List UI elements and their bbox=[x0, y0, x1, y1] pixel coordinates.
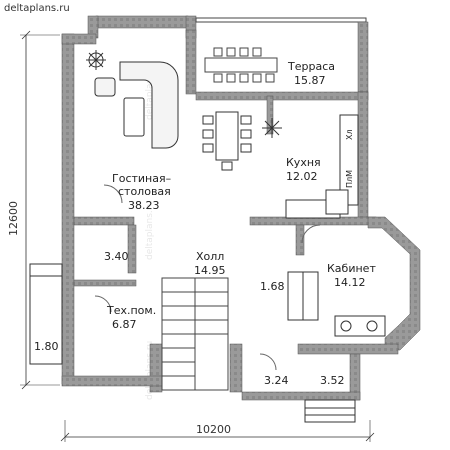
terrace-area: 15.87 bbox=[294, 74, 326, 87]
vestibule-right-area: 3.52 bbox=[320, 374, 345, 387]
wc-area: 3.40 bbox=[104, 250, 129, 263]
dining-table bbox=[202, 111, 252, 171]
svg-text:deltaplans.ru: deltaplans.ru bbox=[145, 61, 155, 120]
office-desk bbox=[334, 315, 386, 337]
kitchen-name: Кухня bbox=[286, 156, 321, 169]
living-name-line1: Гостиная– bbox=[112, 172, 171, 185]
kitchen-counters bbox=[285, 114, 359, 219]
terrace-dining-set bbox=[204, 47, 278, 83]
height-dimension-label: 12600 bbox=[7, 201, 20, 236]
tech-name: Тех.пом. bbox=[106, 304, 156, 317]
closet-area: 1.68 bbox=[260, 280, 285, 293]
living-area: 38.23 bbox=[128, 199, 160, 212]
vestibule-left-area: 3.24 bbox=[264, 374, 289, 387]
hall-name: Холл bbox=[196, 250, 224, 263]
plant-icon bbox=[262, 118, 282, 138]
fridge-label: Хл bbox=[345, 129, 354, 140]
office-name: Кабинет bbox=[327, 262, 376, 275]
height-dimension: 12600 bbox=[7, 30, 60, 390]
stove-label: ПлМ bbox=[345, 170, 354, 188]
walls bbox=[61, 15, 421, 401]
coffee-table bbox=[123, 97, 145, 137]
width-dimension-label: 10200 bbox=[196, 423, 231, 436]
plant-icon bbox=[86, 50, 106, 70]
living-name-line2: столовая bbox=[118, 185, 171, 198]
terrace-name: Терраса bbox=[287, 60, 335, 73]
tech-area: 6.87 bbox=[112, 318, 137, 331]
brand-label: deltaplans.ru bbox=[4, 3, 70, 14]
width-dimension: 10200 bbox=[60, 420, 375, 442]
closet bbox=[287, 271, 319, 321]
door-arcs bbox=[94, 184, 321, 371]
svg-text:deltaplans.ru: deltaplans.ru bbox=[145, 201, 155, 260]
porch-left-area: 1.80 bbox=[34, 340, 59, 353]
office-area: 14.12 bbox=[334, 276, 366, 289]
sofa bbox=[94, 61, 179, 149]
hall-area: 14.95 bbox=[194, 264, 226, 277]
left-porch bbox=[29, 263, 63, 365]
front-steps bbox=[304, 399, 356, 423]
staircase bbox=[161, 277, 229, 391]
kitchen-area: 12.02 bbox=[286, 170, 318, 183]
